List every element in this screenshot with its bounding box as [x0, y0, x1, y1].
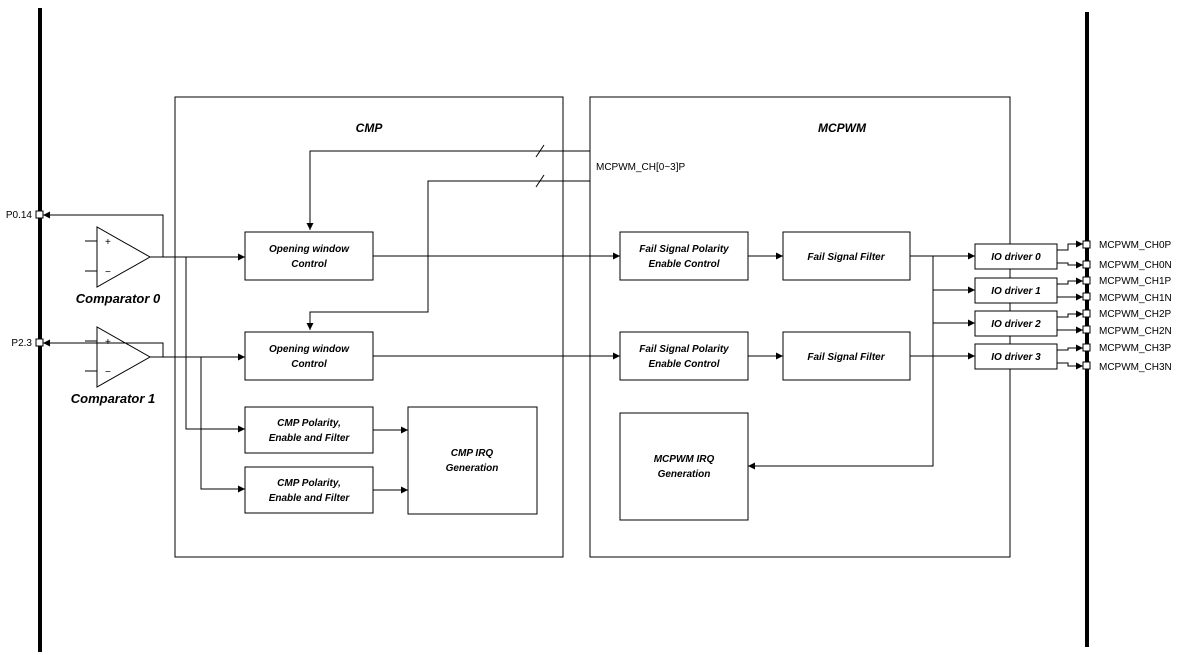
- io-driver-0-box: [974, 243, 1058, 270]
- io-2-p-wire: [1057, 310, 1083, 318]
- comparator-1-symbol: [96, 326, 152, 388]
- pin-pad-ch0n: [1082, 260, 1091, 269]
- opening-window-control-1-line2: Control: [291, 359, 327, 370]
- bus-slash-1: [535, 174, 545, 188]
- comparator-0: + − Comparator 0: [76, 226, 161, 306]
- pin-label-ch1n: MCPWM_CH1N: [1099, 293, 1172, 304]
- comparator-0-minus: −: [105, 267, 111, 278]
- opening-window-control-0-line1: Opening window: [269, 244, 350, 255]
- io-driver-0-label: IO driver 0: [991, 252, 1041, 263]
- io-driver-2: IO driver 2: [974, 310, 1058, 337]
- comparator-0-symbol: [96, 226, 152, 288]
- cmp-irq-line2: Generation: [446, 463, 499, 474]
- opening-window-control-1-line1: Opening window: [269, 344, 350, 355]
- feedback-wire-0: [306, 150, 590, 230]
- mcpwm-irq-line1: MCPWM IRQ: [654, 454, 715, 465]
- io-driver-0: IO driver 0: [974, 243, 1058, 270]
- cmp-irq-line1: CMP IRQ: [451, 448, 494, 459]
- pin-pad-ch1p: [1082, 276, 1091, 285]
- cmp-irq-generation-block: [407, 406, 538, 515]
- opening-window-control-0-line2: Control: [291, 259, 327, 270]
- io-driver-2-label: IO driver 2: [991, 319, 1041, 330]
- fail-polarity-1-line1: Fail Signal Polarity: [639, 344, 729, 355]
- pin-label-ch0p: MCPWM_CH0P: [1099, 240, 1172, 251]
- comparator-0-to-polarity-wire: [185, 257, 245, 433]
- mcpwm-irq-generation-block: [619, 412, 749, 521]
- fail-signal-polarity-block-0: [619, 231, 749, 281]
- io-1-p-wire: [1057, 277, 1083, 285]
- pin-pad-ch1n: [1082, 292, 1091, 301]
- fail-signal-filter-block-0: [782, 231, 911, 281]
- pin-p2-3-pad: [35, 338, 44, 347]
- opening-window-control-1: [244, 331, 374, 381]
- mcpwm-title: MCPWM: [818, 121, 867, 135]
- fail-filter-0-label: Fail Signal Filter: [807, 252, 885, 263]
- pin-label-ch0n: MCPWM_CH0N: [1099, 260, 1172, 271]
- cmp-polarity-block-1: [244, 466, 374, 514]
- feedback-wire-1: [306, 180, 590, 330]
- bus-slash-0: [535, 144, 545, 158]
- cmp-polarity-block-0-line2: Enable and Filter: [269, 433, 351, 444]
- comparator-1-minus: −: [105, 367, 111, 378]
- pin-label-ch3n: MCPWM_CH3N: [1099, 362, 1172, 373]
- pin-label-ch2n: MCPWM_CH2N: [1099, 326, 1172, 337]
- io-driver-3: IO driver 3: [974, 343, 1058, 370]
- pin-label-ch3p: MCPWM_CH3P: [1099, 343, 1172, 354]
- cmp-polarity-block-1-line2: Enable and Filter: [269, 493, 351, 504]
- output-wires: [1057, 240, 1083, 370]
- io-3-n-wire: [1057, 362, 1083, 370]
- cmp-polarity-block-1-line1: CMP Polarity,: [277, 478, 341, 489]
- comparator-0-plus: +: [105, 237, 111, 248]
- fail-polarity-1-line2: Enable Control: [648, 359, 719, 370]
- pin-pad-ch2n: [1082, 325, 1091, 334]
- comparator-1: + − Comparator 1: [71, 326, 156, 406]
- io-driver-2-box: [974, 310, 1058, 337]
- pin-pad-ch0p: [1082, 240, 1091, 249]
- comparator-0-label: Comparator 0: [76, 291, 161, 306]
- bus-label: MCPWM_CH[0~3]P: [596, 162, 686, 173]
- pin-pad-ch2p: [1082, 309, 1091, 318]
- filter-to-mcpwm-irq-wire: [748, 256, 934, 470]
- pin-pad-ch3p: [1082, 343, 1091, 352]
- io-driver-3-box: [974, 343, 1058, 370]
- io-driver-1-box: [974, 277, 1058, 304]
- pin-pad-ch3n: [1082, 361, 1091, 370]
- io-3-p-wire: [1057, 344, 1083, 352]
- comparator-1-label: Comparator 1: [71, 391, 156, 406]
- cmp-polarity-block-0-line1: CMP Polarity,: [277, 418, 341, 429]
- comparator-1-to-polarity-wire: [200, 357, 245, 493]
- io-0-n-wire: [1057, 261, 1083, 269]
- pin-p0-14-pad: [35, 210, 44, 219]
- io-driver-3-label: IO driver 3: [991, 352, 1041, 363]
- pin-label-ch2p: MCPWM_CH2P: [1099, 309, 1172, 320]
- io-0-p-wire: [1057, 240, 1083, 251]
- pin-label-ch1p: MCPWM_CH1P: [1099, 276, 1172, 287]
- pin-p0-14-label: P0.14: [6, 210, 33, 221]
- fail-polarity-0-line1: Fail Signal Polarity: [639, 244, 729, 255]
- fail-polarity-0-line2: Enable Control: [648, 259, 719, 270]
- cmp-title: CMP: [356, 121, 384, 135]
- mcpwm-irq-line2: Generation: [658, 469, 711, 480]
- output-pin-list: MCPWM_CH0P MCPWM_CH0N MCPWM_CH1P MCPWM_C…: [1082, 240, 1172, 373]
- fail-filter-1-label: Fail Signal Filter: [807, 352, 885, 363]
- pin-p2-3-label: P2.3: [11, 338, 32, 349]
- fail-signal-polarity-block-1: [619, 331, 749, 381]
- io-driver-1: IO driver 1: [974, 277, 1058, 304]
- opening-window-control-0: [244, 231, 374, 281]
- cmp-polarity-block-0: [244, 406, 374, 454]
- io-driver-1-label: IO driver 1: [991, 286, 1041, 297]
